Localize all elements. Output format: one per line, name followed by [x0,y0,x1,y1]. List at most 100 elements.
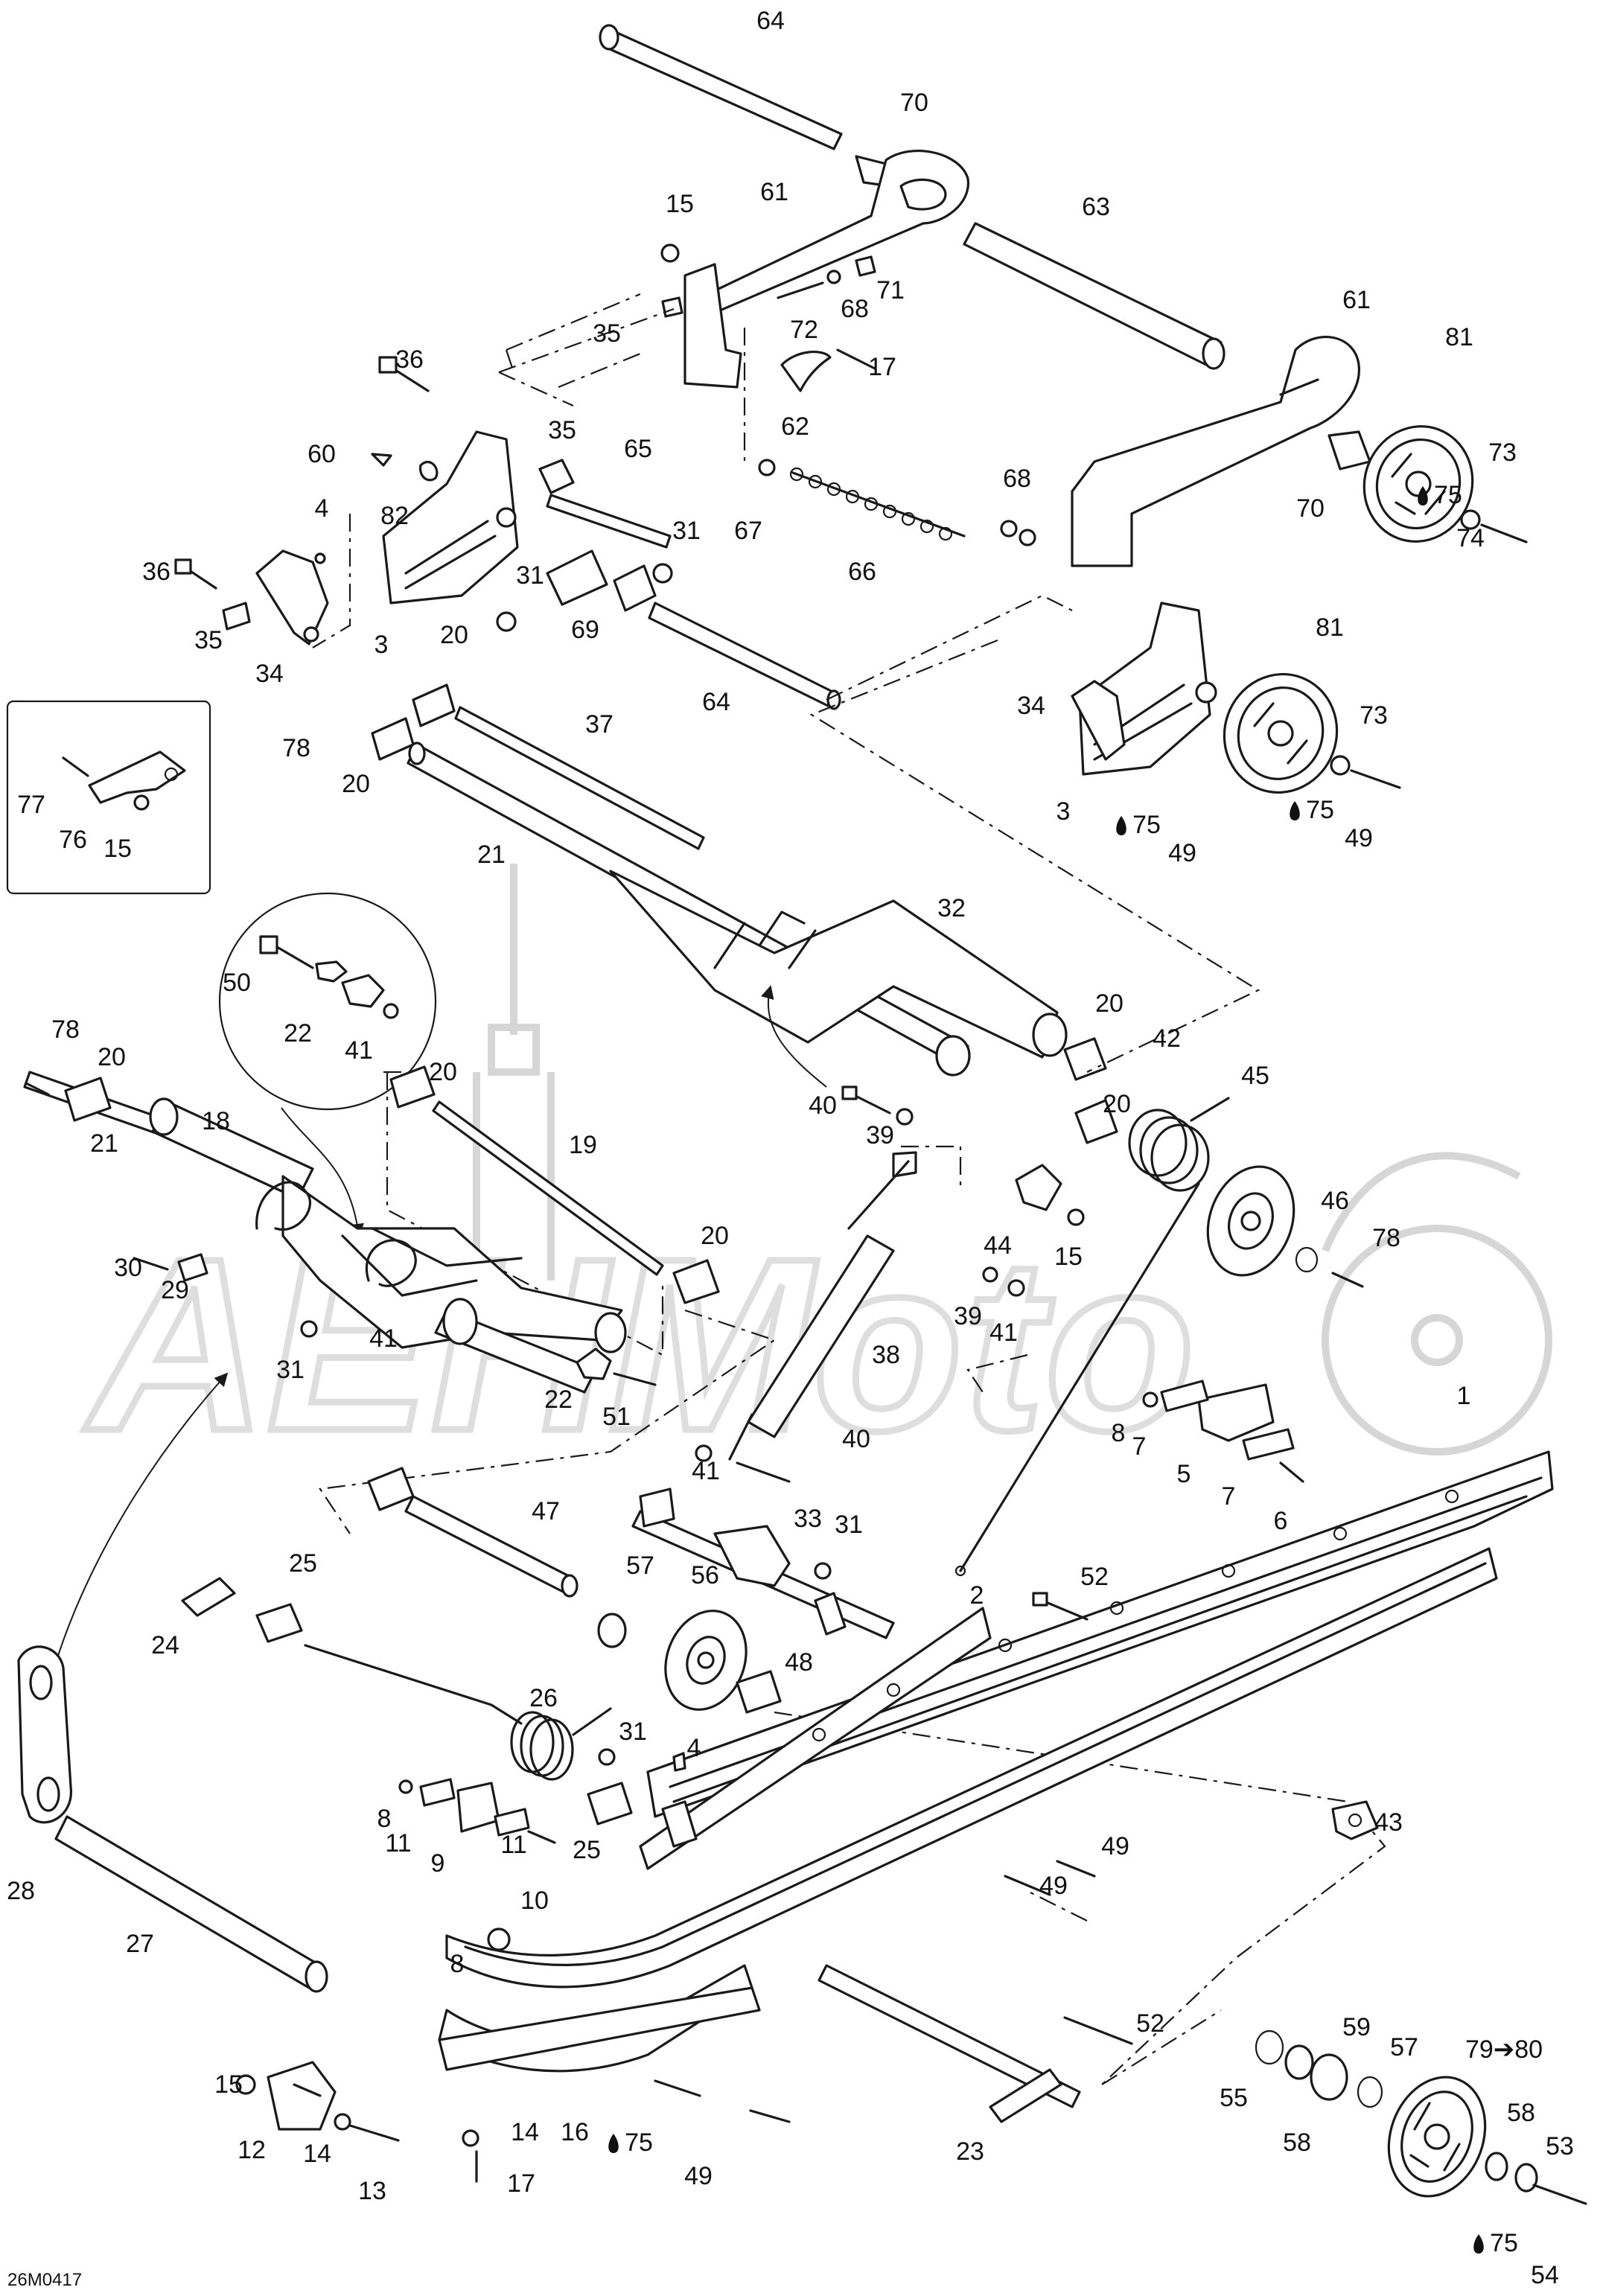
callout-c24: 24 [151,1631,179,1659]
callout-c33: 33 [794,1505,822,1533]
callout-c61a: 61 [760,178,788,206]
callout-c61b: 61 [1342,286,1371,314]
callout-c12: 12 [238,2136,266,2164]
callout-c62: 62 [781,412,809,441]
callout-c74: 74 [1456,524,1485,552]
callout-c66: 66 [848,558,876,586]
drop-icon [1473,2234,1484,2254]
callout-c52a: 52 [1080,1563,1109,1591]
callout-c52b: 52 [1136,2009,1164,2038]
callout-c8c: 8 [450,1950,465,1978]
callout-c22b: 22 [544,1385,573,1414]
upper-shaft-assembly [599,24,1371,567]
callout-c64b: 64 [702,688,730,716]
rear-arm [23,1065,720,1810]
callout-c73b: 73 [1360,701,1388,730]
callout-c6: 6 [1274,1507,1288,1535]
callout-c7b: 7 [1222,1482,1236,1511]
callout-c20d: 20 [1103,1090,1131,1118]
callout-c70b: 70 [1296,494,1325,523]
drop-icon [1116,816,1126,835]
callout-c17b: 17 [507,2169,535,2198]
drop-icon [608,2134,619,2153]
stopper-block [1142,1380,1304,1483]
idler-wheel-81-mid [1223,672,1401,794]
callout-c35b: 35 [548,416,576,444]
callout-c57b: 57 [1390,2033,1418,2061]
callout-c75c: 75 [1306,796,1334,824]
callout-c37: 37 [585,710,613,739]
callout-c19: 19 [569,1131,597,1159]
callout-c34b: 34 [1017,692,1045,720]
callout-c55: 55 [1220,2084,1248,2112]
callout-c16: 16 [561,2118,589,2146]
callout-c48: 48 [785,1648,813,1677]
callout-c70a: 70 [900,89,928,117]
callout-c25a: 25 [289,1549,317,1578]
drawing-code: 26M0417 [7,2270,82,2290]
rear-wheel-assembly [817,1964,1587,2205]
callout-c26: 26 [529,1684,558,1712]
drop-icon [1290,801,1300,820]
callout-c28: 28 [7,1877,35,1905]
callout-c40b: 40 [842,1425,870,1453]
callout-c21b: 21 [90,1129,118,1158]
callout-c20c: 20 [1095,989,1123,1018]
callout-c36b: 36 [142,558,170,586]
callout-c41b: 41 [989,1318,1018,1347]
callout-c17a: 17 [868,353,896,381]
callout-c8b: 8 [377,1805,392,1833]
detail-circle [218,892,437,1237]
front-arm-lower [367,1444,1089,1711]
callout-c36a: 36 [395,345,424,374]
callout-c49a: 49 [1168,839,1196,867]
callout-c54: 54 [1531,2261,1559,2289]
callout-c57a: 57 [626,1552,654,1580]
callout-c69: 69 [571,616,599,644]
callout-c20e: 20 [98,1043,126,1071]
callout-c15a: 15 [666,190,694,218]
callout-c34a: 34 [255,660,284,688]
callout-c78b: 78 [51,1015,80,1044]
callout-c59: 59 [1342,2013,1371,2041]
rear-arm-brackets [255,430,1217,776]
callout-c49b: 49 [1345,824,1373,852]
front-spring-assembly [181,1577,782,1951]
callout-c20a: 20 [440,621,468,649]
callout-c44: 44 [984,1231,1012,1260]
callout-c76: 76 [59,826,87,854]
callout-c1: 1 [1457,1382,1471,1410]
callout-c22a: 22 [284,1019,312,1047]
callout-c21a: 21 [477,841,506,869]
callout-c49e: 49 [684,2162,713,2190]
callout-c41c: 41 [369,1324,398,1353]
callout-c79: 79➔80 [1465,2035,1543,2064]
callout-c3b: 3 [1056,797,1071,826]
callout-c42: 42 [1153,1024,1181,1053]
callout-c40a: 40 [809,1091,837,1120]
callout-c35c: 35 [194,626,223,654]
callout-c51: 51 [602,1403,631,1431]
front-arm-assembly [371,683,1118,1144]
callout-c25b: 25 [573,1836,601,1864]
callout-c63: 63 [1082,193,1110,221]
dash-lines [312,293,1386,2085]
callout-c53: 53 [1546,2132,1574,2161]
callout-c18: 18 [202,1107,230,1135]
callout-c9: 9 [431,1849,445,1878]
callout-c27: 27 [126,1930,154,1958]
callout-c39b: 39 [954,1302,982,1330]
callout-c75e: 75 [1490,2229,1518,2257]
callout-c3a: 3 [374,631,389,659]
callout-c78a: 78 [282,734,310,762]
callout-c75d: 75 [625,2128,653,2157]
callout-c20f: 20 [429,1058,457,1086]
lower-bolts [1004,1800,1379,1896]
callout-c78c: 78 [1372,1224,1400,1252]
callout-c35a: 35 [593,319,621,348]
callout-c81a: 81 [1445,323,1473,351]
callout-c72: 72 [790,316,818,344]
callout-c38: 38 [872,1341,900,1369]
callout-c68b: 68 [1003,465,1031,493]
